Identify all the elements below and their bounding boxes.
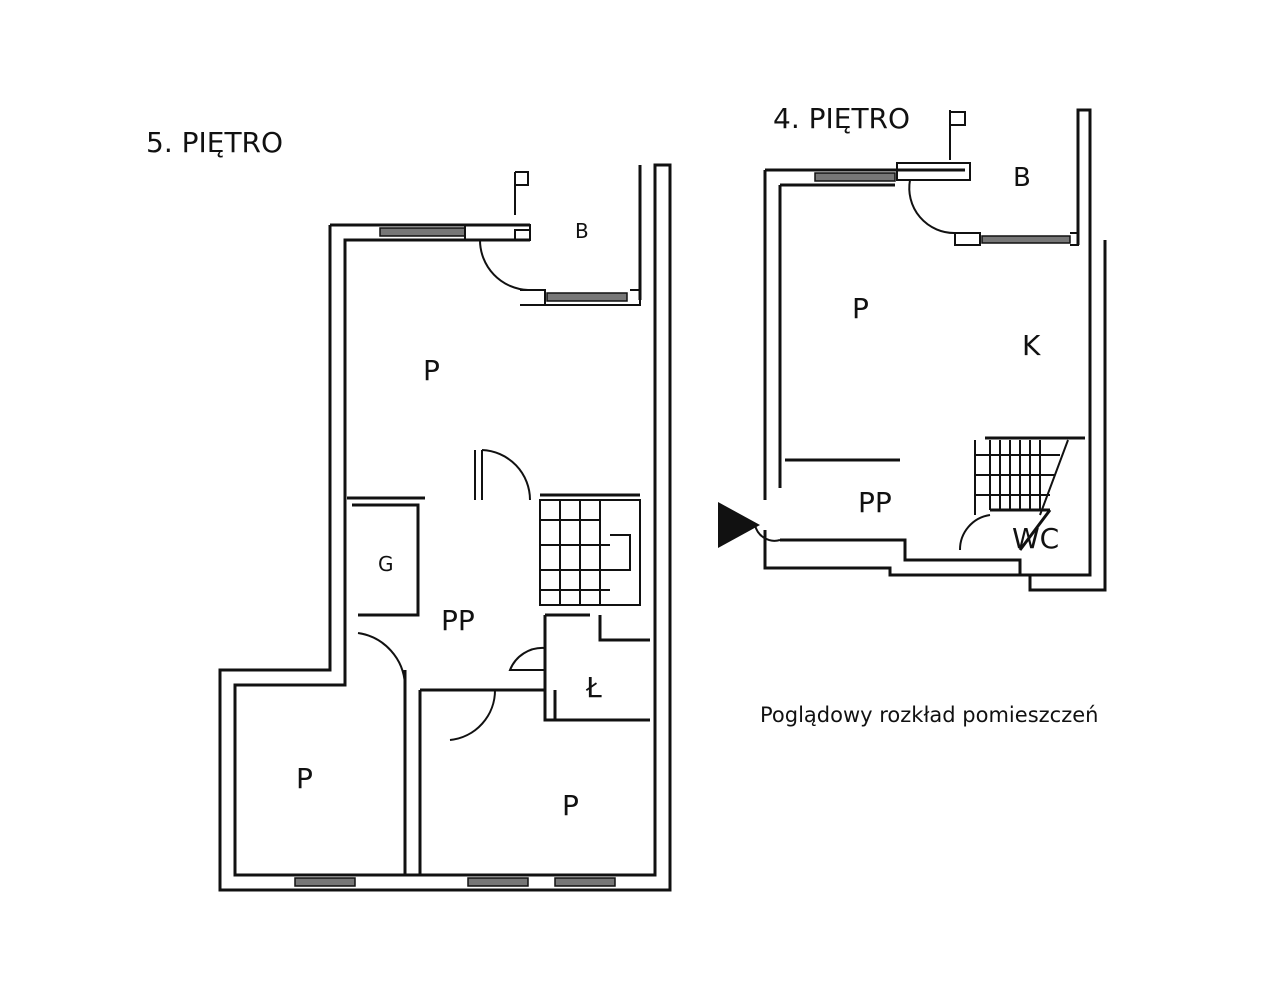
floor5-outer-wall xyxy=(218,163,672,892)
caption: Poglądowy rozkład pomieszczeń xyxy=(760,703,1098,727)
floor4-stairs xyxy=(974,439,1069,516)
floor4-outer-wall xyxy=(763,108,1107,592)
entrance-arrow-icon xyxy=(718,502,760,548)
floor4-room-balcony: B xyxy=(1013,163,1031,193)
floor5-room-hall: PP xyxy=(441,604,475,637)
floor5-room-right: P xyxy=(562,789,579,822)
floor5-room-bath: Ł xyxy=(585,671,602,704)
floor5-door-balcony xyxy=(464,224,531,241)
floor5-room-living: P xyxy=(423,354,440,387)
floor4-title: 4. PIĘTRO xyxy=(773,102,910,135)
floor5-room-balcony: B xyxy=(575,219,589,243)
floor5-plan: 5. PIĘTRO B P G PP Ł P P xyxy=(146,126,672,892)
floor5-door-living xyxy=(474,450,483,500)
floor5-partitions xyxy=(347,493,650,875)
floor5-room-left: P xyxy=(296,762,313,795)
floor5-stairs xyxy=(539,499,641,606)
floor4-room-living: P xyxy=(852,292,869,325)
floor5-window-balcony xyxy=(546,292,628,302)
floor5-window-top xyxy=(379,227,466,237)
floor5-door-swing xyxy=(478,239,529,291)
floor4-plan: 4. PIĘTRO B P K PP WC xyxy=(718,102,1107,592)
floor5-room-wardrobe: G xyxy=(378,552,394,576)
floor4-room-wc: WC xyxy=(1012,522,1059,555)
floor4-room-hall: PP xyxy=(858,486,892,519)
floor5-title: 5. PIĘTRO xyxy=(146,126,283,159)
floor4-room-kitchen: K xyxy=(1022,329,1041,362)
